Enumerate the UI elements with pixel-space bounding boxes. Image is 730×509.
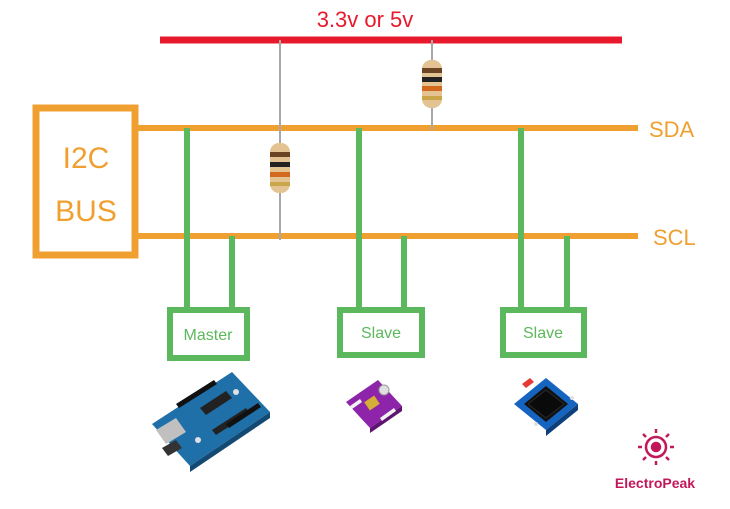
sensor-module-board-image bbox=[346, 380, 402, 433]
electropeak-logo-text: ElectroPeak bbox=[615, 475, 695, 491]
oled-display-module-image bbox=[514, 378, 578, 436]
sda-label: SDA bbox=[649, 117, 695, 142]
power-label: 3.3v or 5v bbox=[317, 7, 414, 32]
master-label: Master bbox=[184, 327, 234, 344]
master-connector bbox=[187, 128, 232, 310]
i2c-bus-label-line1: I2C bbox=[63, 142, 110, 175]
slave1-connector bbox=[359, 128, 404, 310]
electropeak-logo: ElectroPeak bbox=[615, 429, 695, 491]
pullup-resistor-sda bbox=[422, 40, 442, 130]
i2c-bus-label-line2: BUS bbox=[55, 195, 117, 228]
arduino-uno-board-image bbox=[152, 372, 270, 472]
slave2-label: Slave bbox=[523, 325, 563, 342]
i2c-bus-box bbox=[36, 108, 135, 255]
slave1-label: Slave bbox=[361, 325, 401, 342]
slave2-connector bbox=[521, 128, 567, 310]
electropeak-logo-icon bbox=[638, 429, 674, 465]
scl-label: SCL bbox=[653, 225, 696, 250]
pullup-resistor-scl bbox=[270, 40, 290, 240]
